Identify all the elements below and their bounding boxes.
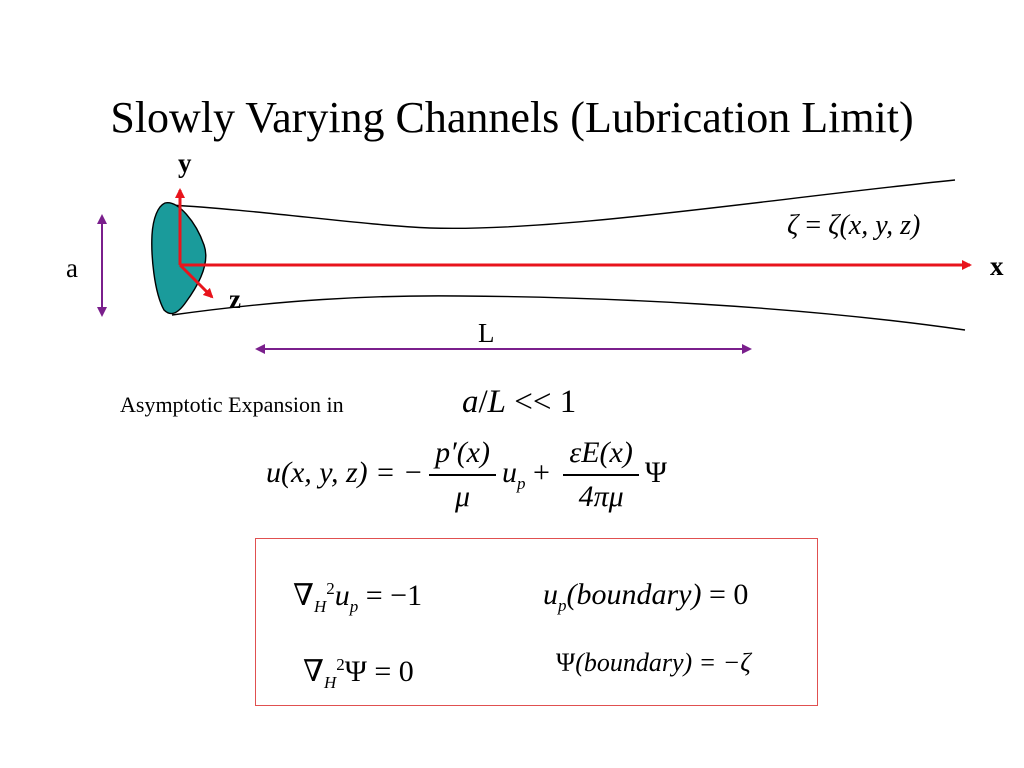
velocity-u: u: [266, 455, 281, 489]
psi-symbol: Ψ: [644, 455, 667, 489]
expansion-parameter: a/L << 1: [462, 384, 576, 421]
pressure-velocity-u: u: [501, 455, 517, 489]
psib-psi: Ψ: [556, 648, 576, 677]
up-u: u: [334, 579, 350, 612]
param-L: L: [487, 384, 507, 420]
height-label: a: [66, 253, 78, 283]
electric-numerator: εE(x): [569, 436, 633, 469]
nabla-sub-2: H: [323, 673, 337, 692]
param-a: a: [462, 384, 479, 420]
x-axis-label: x: [990, 251, 1004, 281]
up-sub: p: [349, 597, 359, 616]
electric-fraction: εE(x) 4πμ: [563, 436, 639, 514]
psib-arg: (boundary): [575, 648, 693, 677]
upb-u: u: [543, 578, 558, 611]
nabla-symbol-2: ∇: [303, 655, 324, 688]
plus-sign: +: [525, 455, 558, 489]
psi-laplace-equation: ∇H2Ψ = 0: [303, 654, 414, 692]
z-axis-arrow: [178, 263, 214, 299]
psi-boundary-condition: Ψ(boundary) = −ζ: [556, 648, 751, 678]
electric-denominator: 4πμ: [563, 474, 639, 514]
zeta-function: ζ: [828, 210, 840, 241]
zeta-arguments: (x, y, z): [839, 210, 921, 241]
psib-rhs: = −ζ: [692, 648, 751, 677]
pressure-numerator: p′(x): [435, 436, 490, 469]
pressure-velocity-sub: p: [516, 473, 526, 493]
nabla-sup-2: 2: [336, 655, 345, 674]
surface-equation: ζ = ζ(x, y, z): [787, 210, 920, 242]
nabla-sup: 2: [326, 579, 335, 598]
pressure-laplace-equation: ∇H2up = −1: [293, 578, 423, 616]
param-slash: /: [478, 384, 488, 420]
expansion-label: Asymptotic Expansion in: [120, 392, 344, 417]
upb-rhs: = 0: [701, 578, 749, 611]
zeta-symbol: ζ: [787, 210, 799, 241]
pressure-fraction: p′(x) μ: [429, 436, 496, 514]
channel-lower-wall: [171, 295, 966, 331]
z-axis-label: z: [229, 284, 241, 314]
param-rest: << 1: [506, 384, 577, 420]
equations-box: [255, 538, 818, 706]
equals-sign: =: [805, 210, 822, 241]
psi-laplace-rhs: = 0: [366, 655, 414, 688]
nabla-sub: H: [313, 597, 327, 616]
pressure-boundary-condition: up(boundary) = 0: [543, 578, 749, 615]
velocity-equation: u(x, y, z) = − p′(x) μ up + εE(x) 4πμ Ψ: [266, 436, 667, 514]
upb-arg: (boundary): [566, 578, 702, 611]
y-axis-label: y: [178, 148, 192, 178]
channel-upper-wall: [169, 179, 956, 230]
velocity-args: (x, y, z) = −: [281, 455, 424, 489]
up-laplace-rhs: = −1: [358, 579, 423, 612]
psi-laplace-psi: Ψ: [344, 655, 367, 688]
length-label: L: [478, 318, 495, 348]
nabla-symbol: ∇: [293, 579, 314, 612]
pressure-denominator: μ: [429, 474, 496, 514]
slide-title: Slowly Varying Channels (Lubrication Lim…: [110, 93, 914, 142]
upb-sub: p: [558, 596, 567, 615]
